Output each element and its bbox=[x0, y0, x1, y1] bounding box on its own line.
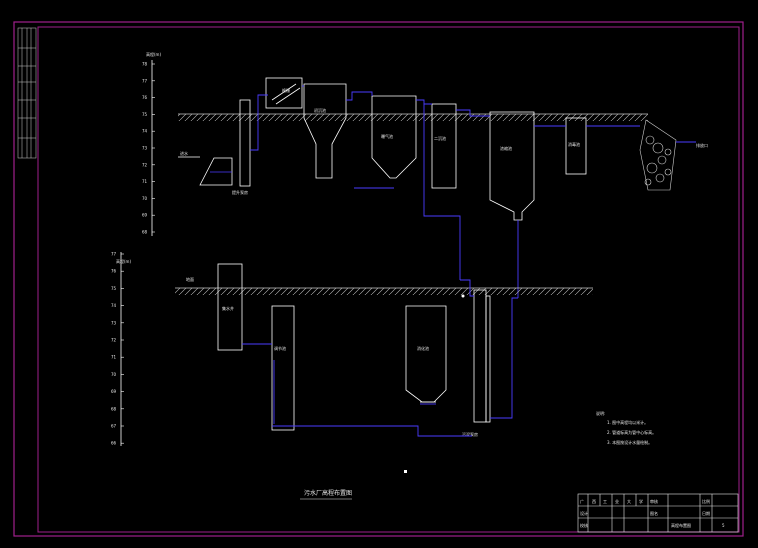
ground-label: 地面 bbox=[186, 276, 194, 282]
tank2-label: 曝气池 bbox=[381, 133, 393, 139]
svg-text:学: 学 bbox=[639, 498, 643, 504]
top-axis-tick-label: 78 bbox=[142, 62, 148, 67]
notes-heading: 说明: bbox=[596, 410, 605, 416]
bottom-tank2-label: 调节池 bbox=[274, 345, 286, 351]
svg-text:设计: 设计 bbox=[580, 510, 588, 516]
note-1: 1. 图中高程均以米计。 bbox=[607, 419, 648, 425]
tank5-label: 消毒池 bbox=[568, 141, 580, 147]
bottom-axis-tick-label: 68 bbox=[111, 406, 117, 411]
outfall-rockfill bbox=[639, 119, 677, 191]
top-axis-tick-label: 71 bbox=[142, 179, 148, 184]
note-3: 3. 本图按设计水量绘制。 bbox=[607, 439, 652, 445]
disinfection-tank bbox=[565, 117, 587, 175]
svg-text:广: 广 bbox=[580, 498, 584, 504]
bottom-tank3-label: 消化池 bbox=[417, 345, 429, 351]
svg-text:审核: 审核 bbox=[650, 498, 658, 504]
bottom-pipe-network bbox=[242, 279, 518, 437]
top-axis-tick-label: 68 bbox=[142, 230, 148, 235]
top-axis-tick-label: 69 bbox=[142, 213, 148, 218]
equalization-tank bbox=[271, 305, 295, 431]
bottom-tank1-label: 集水井 bbox=[222, 305, 234, 311]
title-block bbox=[577, 493, 739, 533]
top-axis-tick-label: 75 bbox=[142, 112, 148, 117]
bottom-axis-tick-label: 75 bbox=[111, 286, 117, 291]
aeration-tank bbox=[371, 95, 417, 179]
top-axis-tick-label: 74 bbox=[142, 129, 148, 134]
bottom-ground-line bbox=[175, 287, 593, 295]
collection-well bbox=[217, 263, 243, 351]
bottom-axis-tick-label: 69 bbox=[111, 389, 117, 394]
title-block-sheet-no: 5 bbox=[722, 523, 725, 528]
top-ground-line bbox=[178, 113, 648, 121]
bottom-elevation-axis: 高程(m) 77 76 75 74 73 72 71 70 69 68 67 66 bbox=[111, 252, 131, 446]
bottom-axis-tick-label: 67 bbox=[111, 424, 117, 429]
drawing-title: 污水厂高程布置图 bbox=[300, 489, 352, 500]
svg-text:工: 工 bbox=[603, 499, 607, 504]
bottom-axis-tick-label: 76 bbox=[111, 269, 117, 274]
grit-label: 格栅 bbox=[282, 87, 290, 93]
svg-text:污水厂高程布置图: 污水厂高程布置图 bbox=[304, 489, 352, 497]
grit-chamber bbox=[265, 77, 303, 109]
tank3-label: 二沉池 bbox=[434, 135, 446, 141]
revision-strip bbox=[17, 27, 37, 159]
inner-frame bbox=[37, 26, 740, 533]
title-block-text: 广 西 工 业 大 学 设计 校核 审核 图名 比例 日期 高程布置图 5 bbox=[580, 498, 725, 528]
bottom-pump-label: 污泥泵房 bbox=[462, 431, 478, 437]
svg-text:校核: 校核 bbox=[580, 522, 588, 528]
notes: 说明: 1. 图中高程均以米计。 2. 管道标高为管中心标高。 3. 本图按设计… bbox=[596, 410, 656, 445]
bottom-axis-tick-label: 73 bbox=[111, 320, 117, 325]
intake-label: 进水 bbox=[180, 150, 188, 156]
intake-channel bbox=[178, 156, 233, 186]
bottom-axis-tick-label: 72 bbox=[111, 338, 117, 343]
bottom-axis-title: 高程(m) bbox=[116, 258, 131, 264]
bottom-axis-tick-label: 66 bbox=[111, 441, 117, 446]
outfall-label: 排放口 bbox=[696, 142, 708, 148]
sludge-pump-station bbox=[473, 289, 491, 423]
svg-text:西: 西 bbox=[592, 499, 596, 504]
bottom-axis-tick-label: 71 bbox=[111, 355, 117, 360]
thickener bbox=[489, 111, 535, 221]
bottom-axis-tick-label: 77 bbox=[111, 252, 117, 257]
digester bbox=[405, 305, 447, 403]
lift-pump-station bbox=[239, 99, 251, 187]
top-axis-tick-label: 76 bbox=[142, 95, 148, 100]
secondary-clarifier bbox=[431, 103, 457, 189]
tank1-label: 初沉池 bbox=[314, 107, 326, 113]
title-block-drawing-name: 高程布置图 bbox=[671, 522, 691, 528]
top-axis-title: 高程(m) bbox=[146, 51, 161, 57]
svg-text:日期: 日期 bbox=[702, 510, 710, 516]
top-pipe-network bbox=[250, 85, 696, 298]
svg-text:比例: 比例 bbox=[702, 498, 710, 504]
pump-station-label: 提升泵房 bbox=[232, 189, 248, 195]
note-2: 2. 管道标高为管中心标高。 bbox=[607, 429, 656, 435]
bottom-axis-tick-label: 70 bbox=[111, 372, 117, 377]
svg-text:大: 大 bbox=[627, 498, 631, 504]
top-axis-tick-label: 72 bbox=[142, 162, 148, 167]
top-axis-tick-label: 73 bbox=[142, 146, 148, 151]
bottom-axis-tick-label: 74 bbox=[111, 303, 117, 308]
top-elevation-axis: 高程(m) 78 77 76 75 74 73 72 71 70 69 68 bbox=[142, 51, 161, 236]
outer-frame bbox=[13, 21, 744, 537]
tank4-label: 浓缩池 bbox=[500, 145, 512, 151]
svg-text:图名: 图名 bbox=[650, 510, 658, 516]
top-axis-tick-label: 77 bbox=[142, 78, 148, 83]
svg-text:业: 业 bbox=[615, 498, 619, 504]
top-axis-tick-label: 70 bbox=[142, 196, 148, 201]
primary-clarifier bbox=[303, 83, 347, 179]
